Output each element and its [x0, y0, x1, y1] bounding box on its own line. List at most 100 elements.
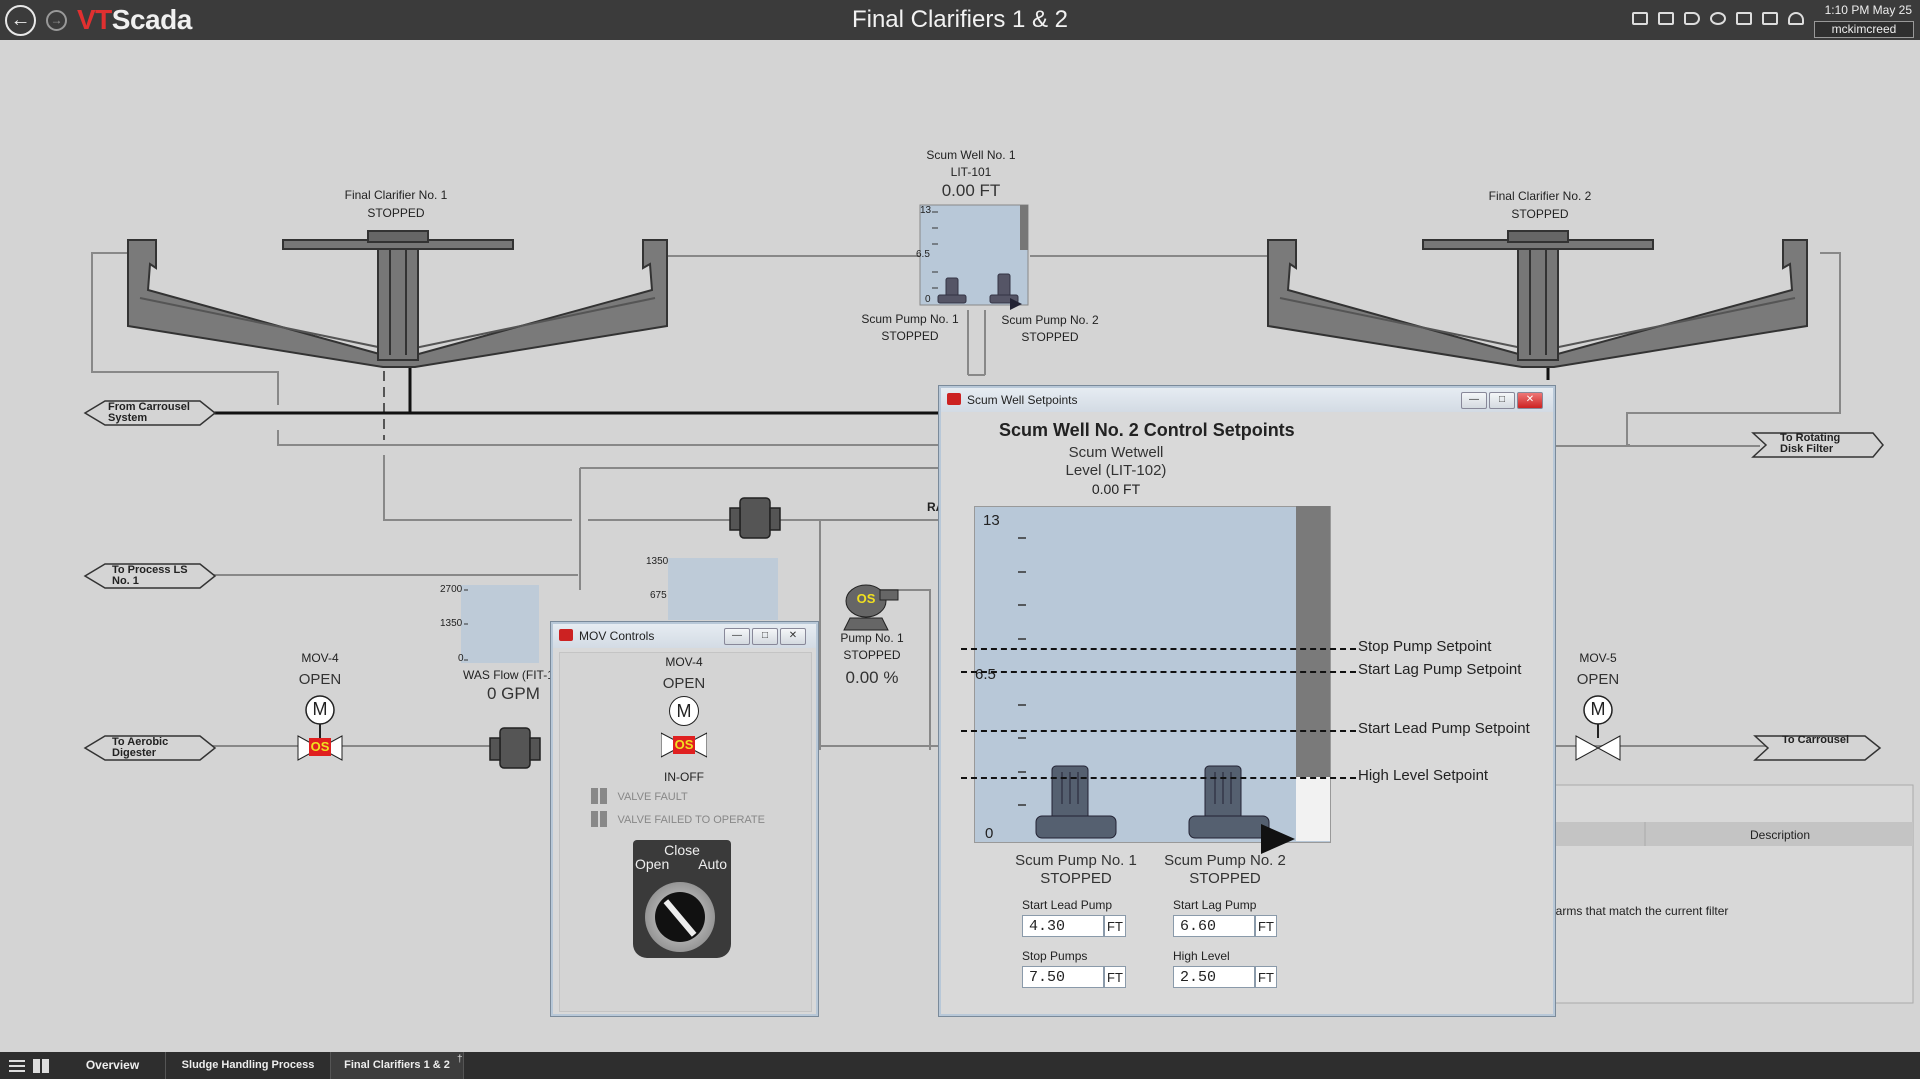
- was-scale-mid: 1350: [440, 618, 463, 629]
- stop-pumps-input[interactable]: 7.50: [1022, 966, 1104, 988]
- bell-icon[interactable]: [1788, 12, 1804, 25]
- minimize-button[interactable]: —: [1461, 392, 1487, 409]
- user-name[interactable]: mckimcreed: [1814, 21, 1914, 38]
- monitor-icon[interactable]: [1632, 12, 1648, 25]
- logo-scada: Scada: [111, 4, 193, 35]
- image-icon[interactable]: [1658, 12, 1674, 25]
- setpoint-line: [961, 670, 1356, 673]
- maximize-button[interactable]: □: [1489, 392, 1515, 409]
- stop-pumps-label: Stop Pumps: [1022, 949, 1088, 963]
- mov-window-name: MOV-4: [665, 655, 703, 669]
- mov-window-valve[interactable]: OS: [660, 732, 708, 758]
- mov5-name[interactable]: MOV-5: [1579, 651, 1617, 665]
- clarifier2-status: STOPPED: [1511, 207, 1569, 221]
- to-process-label[interactable]: To Process LS No. 1: [112, 564, 188, 587]
- valve-failed-label: VALVE FAILED TO OPERATE: [617, 814, 765, 826]
- switch-open-label: Open: [635, 856, 670, 872]
- vtscada-window-icon: [947, 393, 961, 405]
- settings-icon[interactable]: [1710, 12, 1726, 25]
- mov4-os-text: OS: [310, 739, 330, 754]
- clarifier1-status: STOPPED: [367, 206, 425, 220]
- alarm-col-description[interactable]: Description: [1749, 828, 1811, 842]
- was-flow-name: WAS Flow (FIT-1: [463, 668, 554, 682]
- ras-scale-top: 1350: [646, 556, 669, 567]
- pump-running-arrow-icon: [1261, 824, 1295, 854]
- wetwell-pump1-name: Scum Pump No. 1: [1015, 852, 1137, 869]
- scum-well1-scale-top: 13: [920, 205, 932, 216]
- setpoint-line-label: High Level Setpoint: [1358, 766, 1489, 784]
- scum-pump1-icon: [1035, 765, 1117, 839]
- setpoint-line: [961, 647, 1356, 650]
- to-aerobic-label[interactable]: To Aerobic Digester: [112, 736, 169, 759]
- scum-well-setpoints-window[interactable]: Scum Well Setpoints — □ ✕ Scum Well No. …: [939, 386, 1555, 1016]
- forward-button[interactable]: →: [46, 10, 67, 31]
- wetwell-level-title-1: Scum Wetwell: [1068, 444, 1164, 461]
- setpoint-line-label: Start Lag Pump Setpoint: [1358, 660, 1522, 678]
- high-level-input[interactable]: 2.50: [1173, 966, 1255, 988]
- page-title: Final Clarifiers 1 & 2: [851, 6, 1069, 33]
- was-flow-value: 0 GPM: [487, 684, 540, 703]
- pump1-status: STOPPED: [843, 648, 901, 662]
- mov-controls-window[interactable]: MOV Controls — □ ✕ MOV-4 OPEN M OS IN-OF…: [551, 622, 818, 1016]
- pin-icon[interactable]: †: [457, 1054, 463, 1065]
- ras-scale-mid: 675: [650, 590, 667, 601]
- report-icon[interactable]: [1736, 12, 1752, 25]
- tab-overview[interactable]: Overview: [60, 1052, 166, 1079]
- wetwell-pump1-status: STOPPED: [1040, 870, 1112, 887]
- start-lead-pump-label: Start Lead Pump: [1022, 898, 1113, 912]
- mov4-motor[interactable]: M: [312, 699, 328, 719]
- setpoint-line-label: Start Lead Pump Setpoint: [1358, 720, 1530, 738]
- mov-window-titlebar[interactable]: MOV Controls — □ ✕: [553, 624, 816, 648]
- start-lag-pump-unit: FT: [1255, 915, 1277, 937]
- to-rotating-label[interactable]: To Rotating Disk Filter: [1780, 432, 1841, 455]
- menu-icon[interactable]: [9, 1060, 25, 1072]
- grid-view-icon[interactable]: [33, 1059, 49, 1073]
- setpoints-window-titlebar[interactable]: Scum Well Setpoints — □ ✕: [941, 388, 1553, 412]
- wetwell-pump2-status: STOPPED: [1189, 870, 1261, 887]
- mov-window-motor[interactable]: M: [669, 696, 699, 726]
- scum-pump2-icon: [1188, 765, 1270, 839]
- valve-failed-indicator: VALVE FAILED TO OPERATE: [591, 810, 765, 828]
- switch-knob[interactable]: [645, 882, 715, 952]
- title-bar: ← → VTScada Final Clarifiers 1 & 2 1:10 …: [0, 0, 1920, 40]
- high-level-unit: FT: [1255, 966, 1277, 988]
- wetwell-scale-mid: 6.5: [975, 666, 996, 683]
- bottom-navigation-bar: Overview Sludge Handling Process Final C…: [0, 1052, 1920, 1079]
- wetwell-level-value: 0.00 FT: [1091, 481, 1141, 497]
- setpoint-line: [961, 730, 1356, 733]
- minimize-button[interactable]: —: [724, 628, 750, 645]
- print-icon[interactable]: [1762, 12, 1778, 25]
- tab-sludge-handling[interactable]: Sludge Handling Process: [166, 1052, 331, 1079]
- mov4-os-badge[interactable]: OS: [309, 738, 331, 756]
- start-lag-pump-input[interactable]: 6.60: [1173, 915, 1255, 937]
- close-button[interactable]: ✕: [1517, 392, 1543, 409]
- start-lead-pump-unit: FT: [1104, 915, 1126, 937]
- clarifier1-name: Final Clarifier No. 1: [344, 188, 448, 202]
- scum-well1-level: 0.00 FT: [941, 181, 1001, 200]
- mov-window-title: MOV Controls: [579, 629, 655, 643]
- tab-final-clarifiers[interactable]: Final Clarifiers 1 & 2: [331, 1052, 464, 1079]
- start-lead-pump-input[interactable]: 4.30: [1022, 915, 1104, 937]
- scum-well1-scale-bottom: 0: [925, 294, 931, 305]
- hand-off-auto-switch[interactable]: Close Open Auto: [633, 840, 731, 958]
- mov-window-os-text: OS: [674, 737, 694, 752]
- back-button[interactable]: ←: [5, 5, 36, 36]
- setpoints-heading: Scum Well No. 2 Control Setpoints: [999, 420, 1295, 440]
- scum-well1-tag: LIT-101: [950, 165, 992, 179]
- valve-fault-label: VALVE FAULT: [617, 791, 688, 803]
- scum-pump2-name: Scum Pump No. 2: [1001, 313, 1099, 327]
- scum-pump1-name: Scum Pump No. 1: [861, 312, 959, 326]
- wetwell-tank: [974, 506, 1331, 843]
- tag-icon[interactable]: [1684, 12, 1700, 25]
- wetwell-scale-bottom: 0: [985, 825, 994, 842]
- mov-window-mode: IN-OFF: [664, 770, 704, 784]
- setpoints-window-title: Scum Well Setpoints: [967, 393, 1078, 407]
- mov-window-motor-text: M: [676, 701, 692, 721]
- close-button[interactable]: ✕: [780, 628, 806, 645]
- vtscada-window-icon: [559, 629, 573, 641]
- to-carrousel-label[interactable]: To Carrousel: [1782, 734, 1850, 746]
- mov4-name[interactable]: MOV-4: [301, 651, 339, 665]
- maximize-button[interactable]: □: [752, 628, 778, 645]
- mov5-motor[interactable]: M: [1590, 699, 1606, 719]
- from-carrousel-label[interactable]: From Carrousel System: [108, 401, 190, 424]
